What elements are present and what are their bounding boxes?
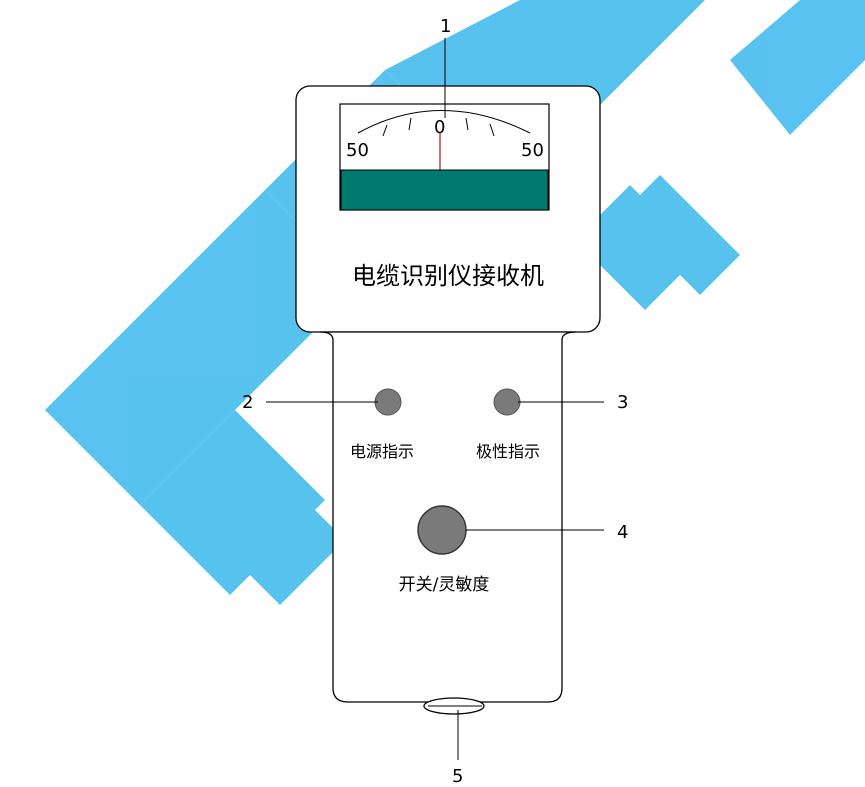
meter-scale-right: 50 (521, 140, 544, 161)
meter-scale-arc (357, 110, 531, 134)
switch-sensitivity-label: 开关/灵敏度 (399, 575, 490, 595)
switch-sensitivity-knob (417, 505, 467, 555)
callout-leaders (266, 38, 604, 760)
callout-4: 4 (617, 522, 628, 543)
meter-color-band (340, 169, 549, 211)
meter-ticks (382, 117, 495, 137)
callout-5: 5 (452, 766, 463, 787)
polarity-indicator-label: 极性指示 (476, 442, 540, 461)
meter-scale-left: 50 (346, 140, 369, 161)
callout-1: 1 (440, 16, 451, 37)
polarity-indicator-led (493, 388, 521, 416)
callout-3: 3 (617, 392, 628, 413)
power-indicator-label: 电源指示 (350, 442, 414, 461)
power-indicator-led (374, 388, 402, 416)
device-title: 电缆识别仪接收机 (352, 262, 544, 290)
callout-2: 2 (242, 392, 253, 413)
meter-scale-center: 0 (434, 117, 445, 138)
